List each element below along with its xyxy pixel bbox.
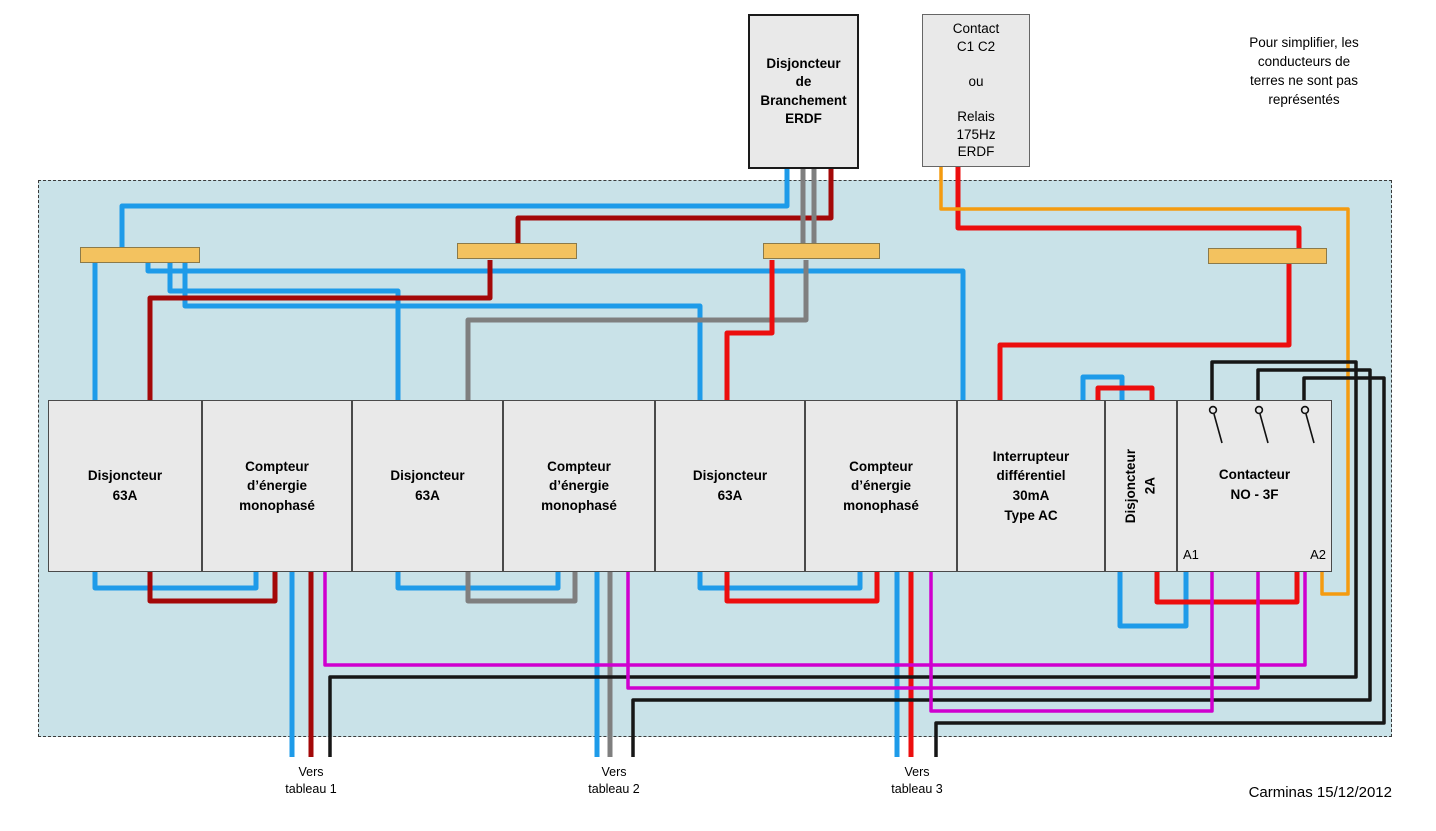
breaker-63a-1-box: Disjoncteur 63A: [48, 400, 202, 572]
breaker-2a-label: Disjoncteur 2A: [1123, 448, 1158, 524]
energy-meter-2-box: Compteur d’énergie monophasé: [503, 400, 655, 572]
contactor-label: Contacteur NO - 3F: [1218, 467, 1291, 502]
contactor-poles-icon: [1208, 405, 1315, 444]
output-tableau-1-label: Vers tableau 1: [285, 765, 337, 796]
contactor-a2-terminal-label: A2: [1310, 547, 1326, 563]
output-tableau-2-label: Vers tableau 2: [588, 765, 640, 796]
earth-conductors-note: Pour simplifier, les conducteurs de terr…: [1249, 35, 1359, 107]
breaker-63a-3-label: Disjoncteur 63A: [692, 468, 768, 503]
energy-meter-1-box: Compteur d’énergie monophasé: [202, 400, 352, 572]
energy-meter-3-box: Compteur d’énergie monophasé: [805, 400, 957, 572]
erdf-branch-breaker-label: Disjoncteur de Branchement ERDF: [760, 56, 847, 126]
differential-switch-box: Interrupteur différentiel 30mA Type AC: [957, 400, 1105, 572]
contactor-box: Contacteur NO - 3F A1 A2: [1177, 400, 1332, 572]
energy-meter-3-label: Compteur d’énergie monophasé: [843, 458, 919, 513]
busbar-1: [80, 247, 200, 263]
contactor-a1-terminal-label: A1: [1183, 547, 1199, 563]
breaker-63a-3-box: Disjoncteur 63A: [655, 400, 805, 572]
author-credit: Carminas 15/12/2012: [1248, 784, 1392, 801]
breaker-63a-2-box: Disjoncteur 63A: [352, 400, 503, 572]
busbar-4: [1208, 248, 1327, 264]
contact-relay-label: Contact C1 C2 ou Relais 175Hz ERDF: [952, 21, 1000, 160]
breaker-2a-box: Disjoncteur 2A: [1105, 400, 1177, 572]
contact-relay-box: Contact C1 C2 ou Relais 175Hz ERDF: [922, 14, 1030, 167]
breaker-63a-1-label: Disjoncteur 63A: [87, 468, 163, 503]
busbar-3: [763, 243, 880, 259]
differential-switch-label: Interrupteur différentiel 30mA Type AC: [992, 448, 1070, 523]
breaker-63a-2-label: Disjoncteur 63A: [390, 468, 465, 503]
erdf-branch-breaker-box: Disjoncteur de Branchement ERDF: [748, 14, 859, 169]
output-tableau-3-label: Vers tableau 3: [891, 765, 943, 796]
energy-meter-1-label: Compteur d’énergie monophasé: [239, 458, 315, 513]
busbar-2: [457, 243, 577, 259]
energy-meter-2-label: Compteur d’énergie monophasé: [541, 458, 617, 513]
